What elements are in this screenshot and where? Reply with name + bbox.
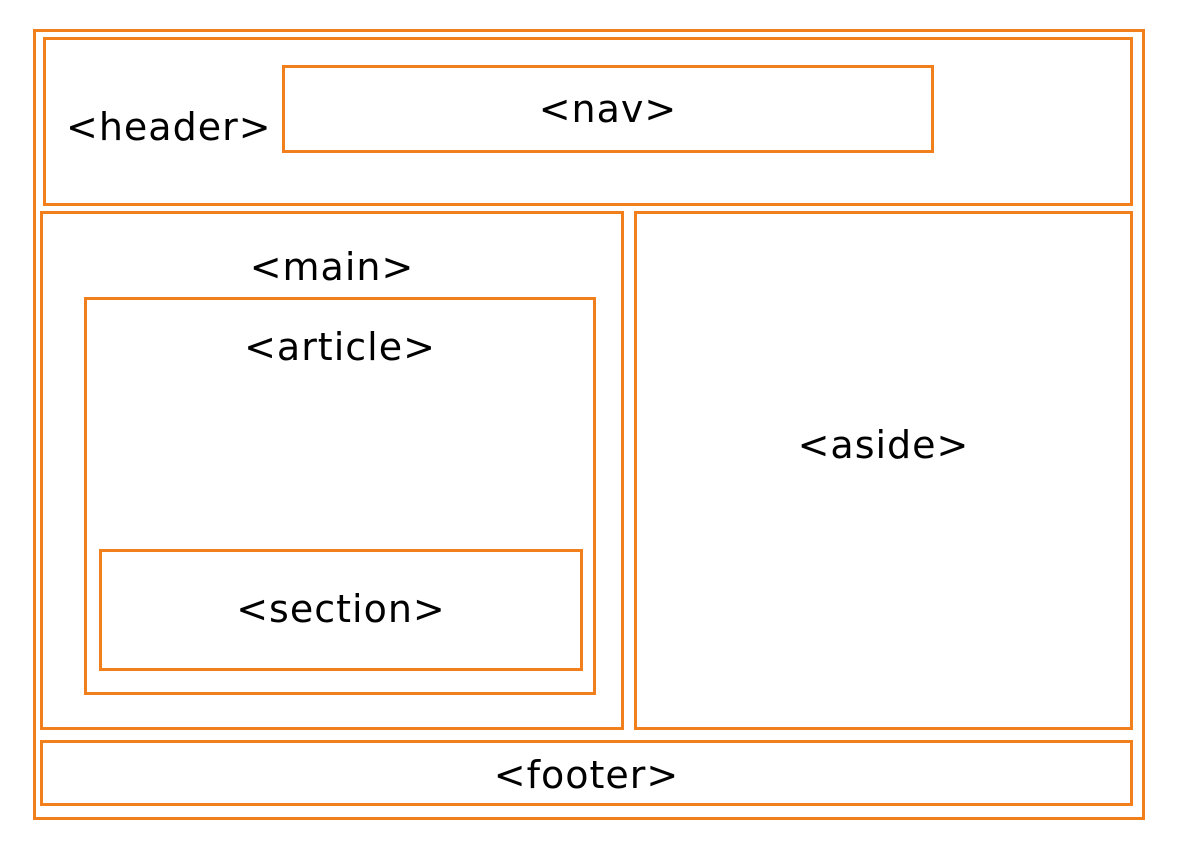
header-box: <header> (43, 37, 1133, 206)
article-label: <article> (244, 325, 436, 369)
header-label: <header> (66, 105, 272, 149)
main-label: <main> (249, 245, 415, 289)
section-label: <section> (236, 587, 446, 631)
outer-frame (33, 29, 1145, 820)
main-box: <main> (40, 211, 624, 730)
aside-box: <aside> (634, 211, 1133, 730)
aside-label: <aside> (797, 423, 970, 467)
nav-box: <nav> (282, 65, 934, 153)
nav-label: <nav> (538, 87, 678, 131)
article-box: <article> (84, 297, 596, 695)
section-box: <section> (99, 549, 583, 671)
footer-box: <footer> (40, 740, 1133, 806)
footer-label: <footer> (493, 753, 680, 797)
